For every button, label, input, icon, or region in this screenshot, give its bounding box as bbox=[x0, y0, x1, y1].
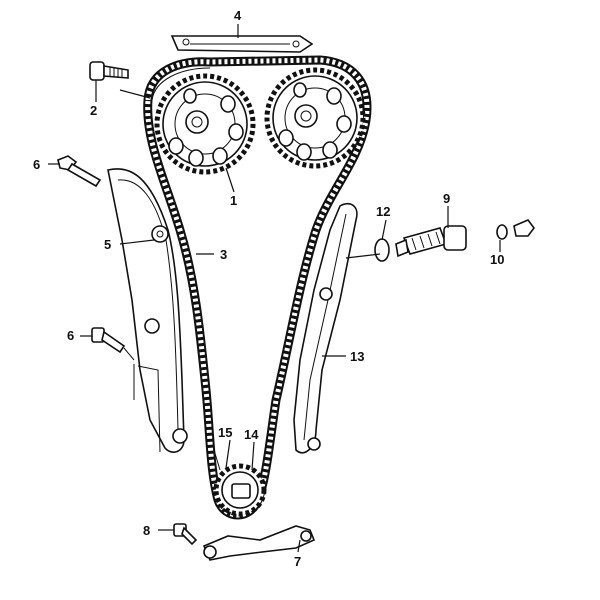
upper-chain-guide bbox=[170, 35, 314, 53]
callout-7: 7 bbox=[294, 554, 301, 569]
callout-4: 4 bbox=[234, 8, 242, 23]
left-cam-sprocket bbox=[154, 73, 256, 175]
guide-rail-13 bbox=[293, 202, 358, 454]
tensioner-rail-5 bbox=[107, 168, 188, 453]
callout-12: 12 bbox=[376, 204, 390, 219]
callout-9: 9 bbox=[443, 191, 450, 206]
timing-chain bbox=[143, 55, 372, 520]
callout-10: 10 bbox=[490, 252, 504, 267]
callout-14: 14 bbox=[244, 427, 259, 442]
crank-sprocket-14 bbox=[213, 463, 267, 517]
callout-13: 13 bbox=[350, 349, 364, 364]
lower-guide-7 bbox=[202, 525, 316, 561]
bolt-2 bbox=[89, 61, 129, 81]
callout-15: 15 bbox=[218, 425, 232, 440]
tensioner-9 bbox=[395, 225, 467, 258]
leader-lines bbox=[48, 24, 501, 553]
callout-6-lower: 6 bbox=[67, 328, 74, 343]
washer-10 bbox=[496, 224, 508, 240]
bolt-8 bbox=[173, 523, 198, 546]
callout-8: 8 bbox=[143, 523, 150, 538]
callout-1: 1 bbox=[230, 193, 237, 208]
lower-rail-15 bbox=[213, 449, 221, 471]
callout-5: 5 bbox=[104, 237, 111, 252]
callout-6-top: 6 bbox=[33, 157, 40, 172]
plug-10 bbox=[513, 219, 535, 237]
bolt-6-top bbox=[57, 155, 102, 188]
seal-ring-12 bbox=[374, 238, 390, 262]
right-cam-sprocket bbox=[264, 67, 366, 169]
bolt-6-lower bbox=[91, 327, 135, 400]
callout-2: 2 bbox=[90, 103, 97, 118]
callout-3: 3 bbox=[220, 247, 227, 262]
